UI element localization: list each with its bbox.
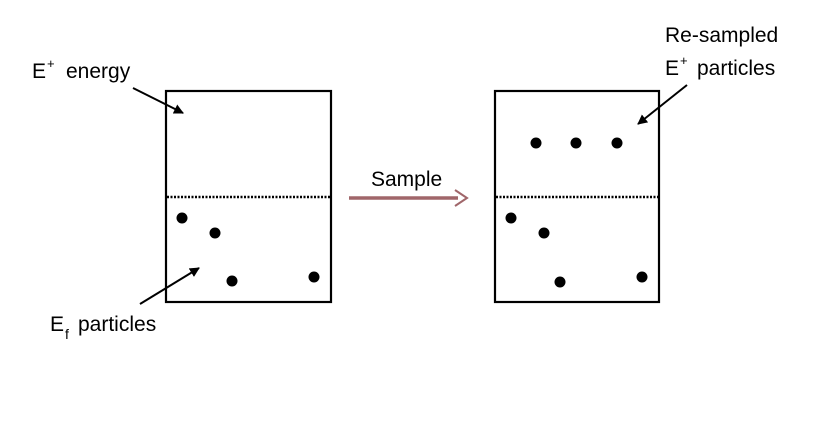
left-box-frame xyxy=(164,89,333,304)
right-resampled-particle-3 xyxy=(611,137,623,149)
left-particles-label-word: particles xyxy=(78,313,156,336)
left-particles-label-base: E xyxy=(50,313,64,336)
right-particle-3 xyxy=(554,276,566,288)
sample-arrow-head xyxy=(454,189,469,207)
left-particle-1 xyxy=(176,212,188,224)
right-particle-1 xyxy=(505,212,517,224)
right-resampled-label-sup: + xyxy=(680,53,688,68)
left-energy-label: E + energy xyxy=(32,56,184,114)
right-resampled-label: Re-sampled E + particles xyxy=(637,24,778,125)
left-particles-label-sub: f xyxy=(65,326,69,342)
left-box xyxy=(164,89,333,304)
right-resampled-label-word: particles xyxy=(697,57,775,80)
right-resampled-pointer xyxy=(637,84,688,125)
left-particle-3 xyxy=(226,275,238,287)
right-particle-4 xyxy=(636,271,648,283)
right-resampled-particle-1 xyxy=(530,137,542,149)
right-particle-2 xyxy=(538,227,550,239)
right-resampled-label-base: E xyxy=(665,57,679,80)
right-resampled-particle-2 xyxy=(570,137,582,149)
sample-arrow: Sample xyxy=(349,168,469,207)
left-particles-pointer xyxy=(139,267,200,305)
right-box xyxy=(493,89,661,304)
left-energy-label-word: energy xyxy=(66,60,131,83)
sample-arrow-label: Sample xyxy=(371,168,442,191)
left-energy-pointer xyxy=(132,87,184,114)
left-energy-label-base: E xyxy=(32,60,46,83)
left-energy-label-sup: + xyxy=(47,56,55,71)
right-resampled-label-line1: Re-sampled xyxy=(665,24,778,47)
left-particle-2 xyxy=(209,227,221,239)
left-particle-4 xyxy=(308,271,320,283)
right-box-frame xyxy=(493,89,661,304)
left-particles-label: E f particles xyxy=(50,267,200,342)
